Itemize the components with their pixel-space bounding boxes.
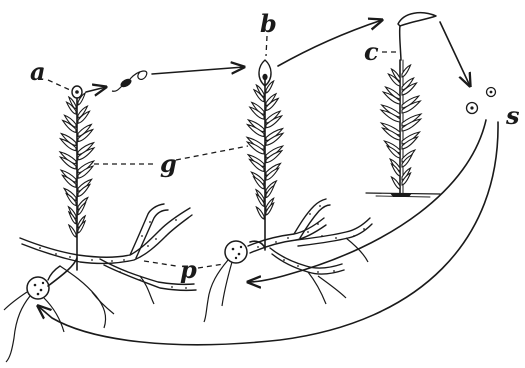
sporophyte-leaves [381,65,421,189]
label-s: s [505,101,520,130]
leaf [256,207,264,219]
sperm-cell [112,71,147,91]
label-a: a [30,57,46,86]
middle-protonema [204,199,372,322]
middle-gametophyte [247,60,283,250]
labels: a b c g p s [30,9,520,284]
leaf [69,225,76,237]
arrow-a-to-sperm [86,87,106,92]
spores [467,88,496,114]
label-b: b [260,9,277,38]
label-p: p [180,255,197,284]
label-leaders [48,36,398,268]
left-gametophyte [60,86,94,270]
label-c: c [364,37,379,66]
arrow-c-to-spores [440,22,470,86]
arrow-sperm-to-b [152,67,244,74]
leaf [391,177,400,189]
label-g: g [160,149,177,178]
left-protonema [4,204,196,362]
cycle-arrows [38,20,498,345]
